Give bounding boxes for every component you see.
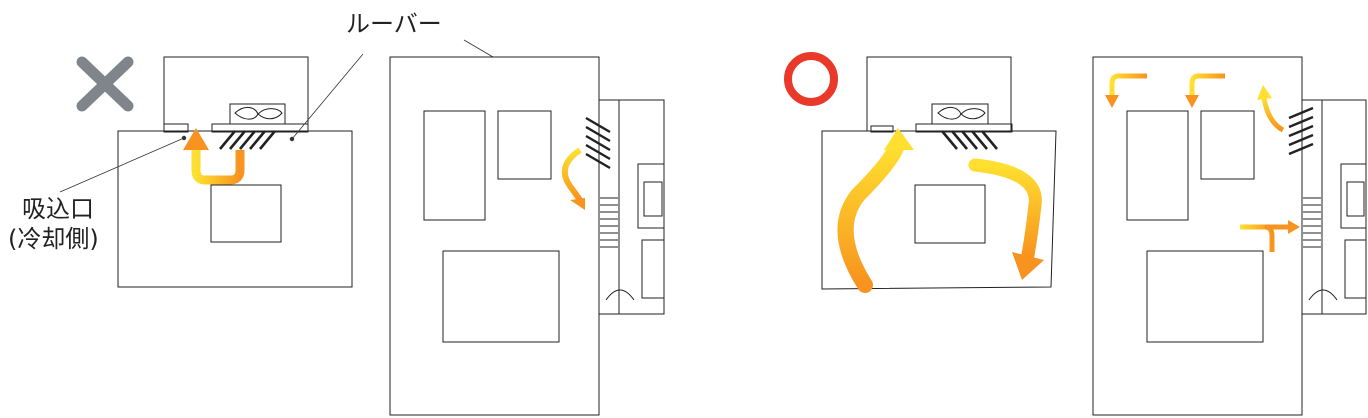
correct-airflow-arrow-small [1105, 73, 1147, 108]
component-box [442, 250, 560, 343]
cross-icon [76, 56, 134, 112]
louver-slats [941, 130, 998, 150]
louver-slats [585, 116, 611, 170]
correct-airflow-arrow-small [1185, 73, 1225, 108]
fan-housing [229, 103, 286, 124]
good-example-panel [784, 52, 1367, 416]
component-box [423, 110, 486, 221]
side-cooler-unit [1301, 99, 1367, 315]
circle-icon [784, 52, 838, 106]
correct-airflow-arrow-small [1257, 85, 1285, 133]
intake-sub-label: (冷却側) [8, 225, 99, 253]
louver-label: ルーバー [346, 10, 442, 38]
intake-grille [1303, 197, 1321, 248]
good-front-view [1092, 56, 1367, 416]
bad-top-view [117, 56, 353, 288]
louver-slats [219, 130, 276, 150]
component-box [497, 110, 552, 180]
fan-icon [937, 107, 986, 120]
indoor-unit-body [866, 56, 1012, 133]
fan-housing [931, 103, 989, 124]
component-box [1146, 250, 1264, 343]
correct-airflow-arrow-small [1240, 220, 1300, 252]
short-circuit-airflow-arrow [183, 128, 245, 185]
correct-airflow-arrow-outlet [968, 158, 1044, 280]
side-cooler-unit [598, 99, 665, 315]
short-circuit-airflow-arrow [561, 147, 585, 210]
desk [210, 184, 282, 243]
bad-front-view [389, 56, 665, 416]
correct-airflow-arrow-intake [837, 128, 914, 293]
bad-example-panel: ルーバー 吸込口 (冷却側) [8, 10, 665, 416]
intake-label: 吸込口 [22, 195, 94, 223]
intake-opening [870, 125, 894, 133]
room-outline [117, 130, 353, 288]
cabinet-outline [389, 56, 600, 416]
indoor-unit-body [163, 56, 309, 133]
intake-opening [163, 123, 189, 133]
fan-icon [234, 107, 283, 120]
desk [914, 184, 986, 244]
louver-slats [1288, 106, 1314, 156]
component-box [1126, 110, 1189, 221]
outlet-box [211, 123, 309, 133]
component-box [1200, 110, 1255, 180]
intake-grille [600, 197, 618, 248]
